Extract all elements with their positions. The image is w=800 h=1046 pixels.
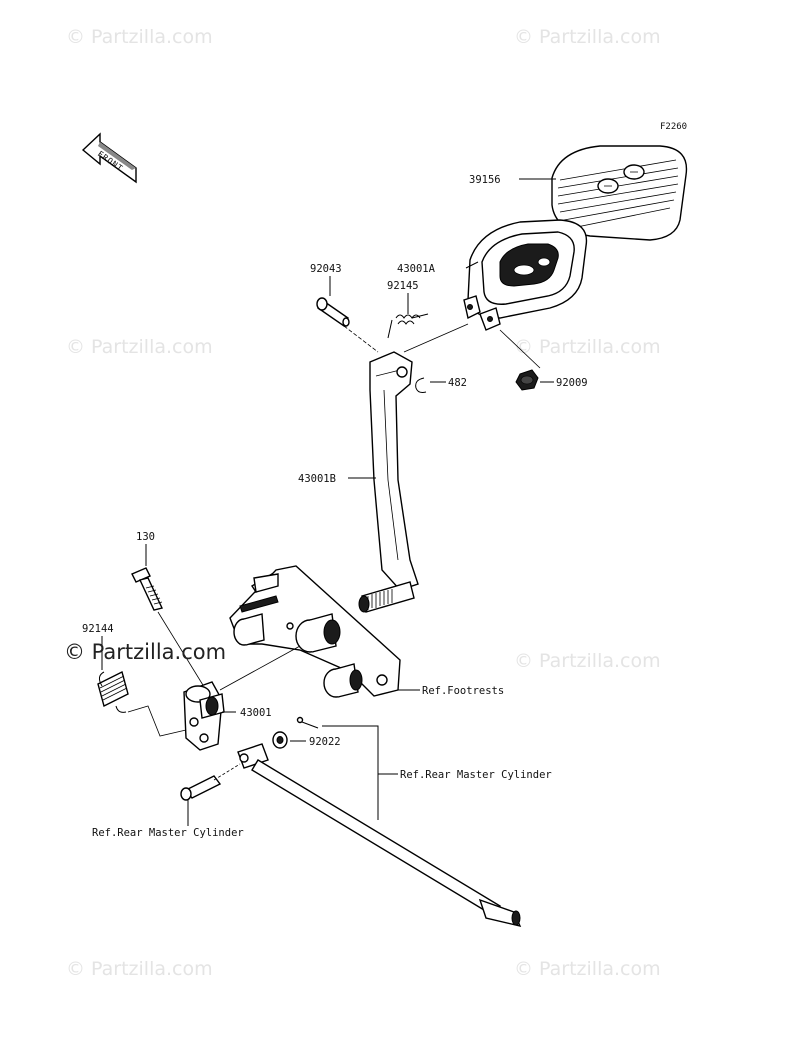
cotter-pin	[296, 716, 319, 729]
clip-482	[415, 377, 427, 393]
watermark: © Partzilla.com	[514, 26, 661, 48]
part-number-39156: 39156	[469, 174, 501, 186]
figure-code: F2260	[660, 122, 687, 132]
part-number-43001B: 43001B	[298, 473, 336, 485]
washer-92022	[272, 731, 288, 749]
pedal-pad-43001A	[463, 219, 588, 331]
watermark-prominent: © Partzilla.com	[64, 640, 227, 664]
part-number-130: 130	[136, 531, 155, 543]
spring-92144	[97, 670, 129, 713]
part-number-92009: 92009	[556, 377, 588, 389]
watermark: © Partzilla.com	[514, 336, 661, 358]
ref-rear-master-cylinder-left-label: Ref.Rear Master Cylinder	[92, 827, 244, 839]
part-number-43001A: 43001A	[397, 263, 436, 275]
nut-92009	[515, 369, 539, 391]
clevis-pin	[180, 775, 222, 801]
part-number-92022: 92022	[309, 736, 341, 748]
watermark: © Partzilla.com	[66, 958, 213, 980]
ref-footrests-label: Ref.Footrests	[422, 685, 504, 697]
watermark: © Partzilla.com	[66, 26, 213, 48]
part-number-92043: 92043	[310, 263, 342, 275]
pin-92043	[316, 297, 350, 328]
front-direction-arrow: FRONT	[81, 132, 137, 184]
watermark: © Partzilla.com	[514, 650, 661, 672]
part-number-43001: 43001	[240, 707, 272, 719]
watermark: © Partzilla.com	[514, 958, 661, 980]
bolt-130	[131, 567, 163, 611]
part-number-482: 482	[448, 377, 467, 389]
part-number-92145: 92145	[387, 280, 419, 292]
spring-92145	[387, 313, 429, 339]
pivot-lever-43001	[183, 681, 225, 751]
footrest-bracket	[229, 565, 401, 698]
part-number-92144: 92144	[82, 623, 114, 635]
watermark: © Partzilla.com	[66, 336, 213, 358]
master-cylinder-push-rod	[237, 743, 522, 927]
ref-rear-master-cylinder-right-label: Ref.Rear Master Cylinder	[400, 769, 552, 781]
pedal-arm-43001B	[358, 351, 419, 613]
